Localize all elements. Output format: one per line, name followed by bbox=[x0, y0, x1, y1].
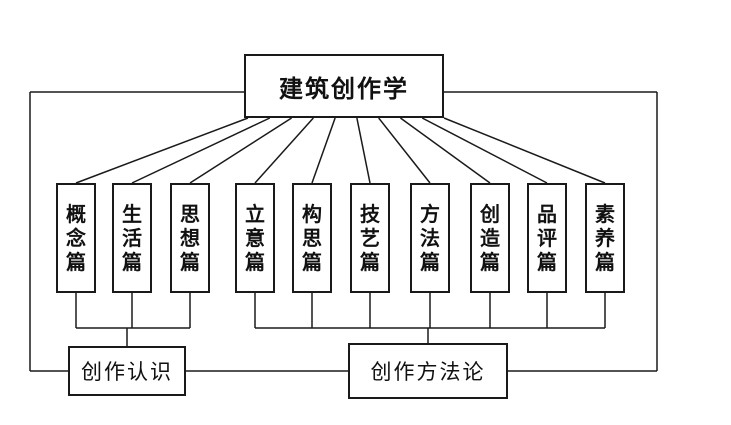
chapter-node: 生活篇 bbox=[112, 183, 152, 293]
chapter-label: 构思篇 bbox=[302, 202, 322, 274]
chapter-label: 思想篇 bbox=[180, 202, 200, 274]
chapter-node: 技艺篇 bbox=[350, 183, 390, 293]
root-to-chapter-line bbox=[131, 117, 271, 184]
root-to-chapter-line bbox=[75, 117, 249, 184]
group-label-left: 创作认识 bbox=[81, 360, 173, 384]
chapter-node: 概念篇 bbox=[56, 183, 96, 293]
root-label: 建筑创作学 bbox=[279, 74, 409, 103]
chapter-node: 立意篇 bbox=[235, 183, 275, 293]
root-to-chapter-line bbox=[400, 117, 491, 184]
root-node: 建筑创作学 bbox=[244, 54, 444, 118]
root-to-chapter-line bbox=[189, 117, 292, 184]
chapter-node: 创造篇 bbox=[470, 183, 510, 293]
chapter-node: 构思篇 bbox=[292, 183, 332, 293]
group-node-left: 创作认识 bbox=[68, 346, 186, 396]
chapter-node: 思想篇 bbox=[170, 183, 210, 293]
root-to-chapter-line bbox=[443, 117, 606, 184]
chapter-label: 方法篇 bbox=[420, 202, 440, 274]
root-to-chapter-line bbox=[421, 117, 548, 184]
root-to-chapter-line bbox=[311, 117, 336, 184]
root-to-chapter-line bbox=[378, 117, 431, 184]
chapter-label: 立意篇 bbox=[245, 202, 265, 274]
root-to-chapter-line bbox=[254, 117, 314, 184]
chapter-label: 品评篇 bbox=[537, 202, 557, 274]
chapter-node: 品评篇 bbox=[527, 183, 567, 293]
chapter-label: 生活篇 bbox=[122, 202, 142, 274]
root-to-chapter-line bbox=[356, 117, 371, 184]
chapter-node: 素养篇 bbox=[585, 183, 625, 293]
chapter-label: 创造篇 bbox=[480, 202, 500, 274]
chapter-label: 技艺篇 bbox=[360, 202, 380, 274]
chapter-label: 概念篇 bbox=[66, 202, 86, 274]
chapter-label: 素养篇 bbox=[595, 202, 615, 274]
group-label-right: 创作方法论 bbox=[370, 360, 486, 384]
group-node-right: 创作方法论 bbox=[348, 343, 508, 399]
chapter-node: 方法篇 bbox=[410, 183, 450, 293]
